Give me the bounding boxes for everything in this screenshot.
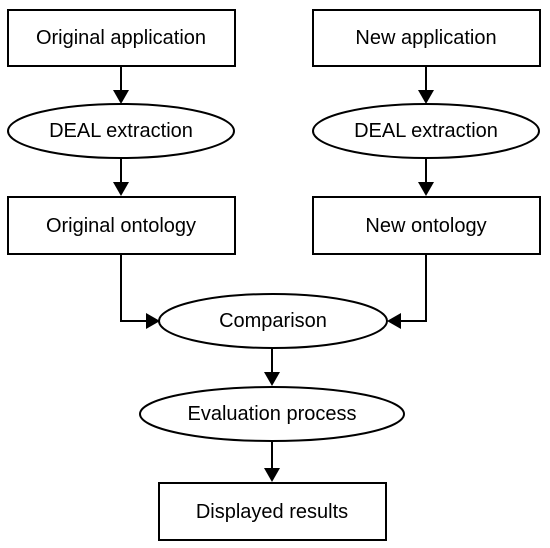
edges xyxy=(113,66,434,482)
node-displayed-results: Displayed results xyxy=(158,482,387,541)
node-new-application: New application xyxy=(312,9,541,67)
node-original-ontology: Original ontology xyxy=(7,196,236,255)
node-comparison: Comparison xyxy=(158,293,388,349)
node-original-application: Original application xyxy=(7,9,236,67)
edge-comparison-to-evaluation-process xyxy=(264,348,280,386)
node-deal-extraction-right-label: DEAL extraction xyxy=(354,120,498,142)
edge-deal-extraction-left-to-original-ontology xyxy=(113,158,129,196)
node-evaluation-process: Evaluation process xyxy=(139,386,405,442)
node-evaluation-process-label: Evaluation process xyxy=(188,403,357,425)
edge-original-application-to-deal-extraction-left xyxy=(113,66,129,104)
edge-original-ontology-to-comparison xyxy=(120,254,160,329)
node-deal-extraction-left: DEAL extraction xyxy=(7,103,235,159)
node-new-application-label: New application xyxy=(355,27,496,49)
node-original-ontology-label: Original ontology xyxy=(46,215,196,237)
edge-new-ontology-to-comparison xyxy=(387,254,427,329)
edge-new-application-to-deal-extraction-right xyxy=(418,66,434,104)
node-deal-extraction-right: DEAL extraction xyxy=(312,103,540,159)
edge-evaluation-process-to-displayed-results xyxy=(264,441,280,482)
node-new-ontology: New ontology xyxy=(312,196,541,255)
node-comparison-label: Comparison xyxy=(219,310,327,332)
node-displayed-results-label: Displayed results xyxy=(196,501,348,523)
node-deal-extraction-left-label: DEAL extraction xyxy=(49,120,193,142)
node-new-ontology-label: New ontology xyxy=(365,215,486,237)
edge-deal-extraction-right-to-new-ontology xyxy=(418,158,434,196)
node-original-application-label: Original application xyxy=(36,27,206,49)
